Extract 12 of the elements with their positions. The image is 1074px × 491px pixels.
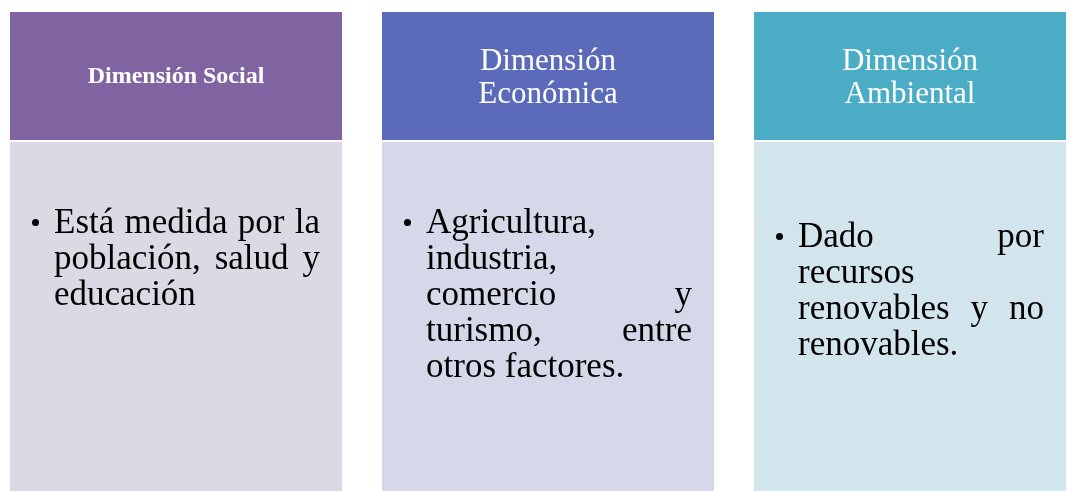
bullet-text: Dado por recursos renovables y no renovables.: [798, 218, 1044, 363]
content-panel: [10, 142, 342, 491]
header-box: [10, 12, 342, 140]
bullet-text: Agricultura, industria, comercio y turismo, entre otros factores.: [426, 204, 692, 385]
heading: Dimensión Social: [87, 63, 265, 89]
content-panel: [754, 142, 1066, 491]
bullet-text: Está medida por la población, salud y educación: [54, 204, 320, 313]
header-box: [754, 12, 1066, 140]
header-box: [382, 12, 714, 140]
content-panel: [382, 142, 714, 491]
heading: Dimensión Ambiental: [840, 42, 980, 110]
heading: Dimensión Económica: [477, 42, 619, 110]
